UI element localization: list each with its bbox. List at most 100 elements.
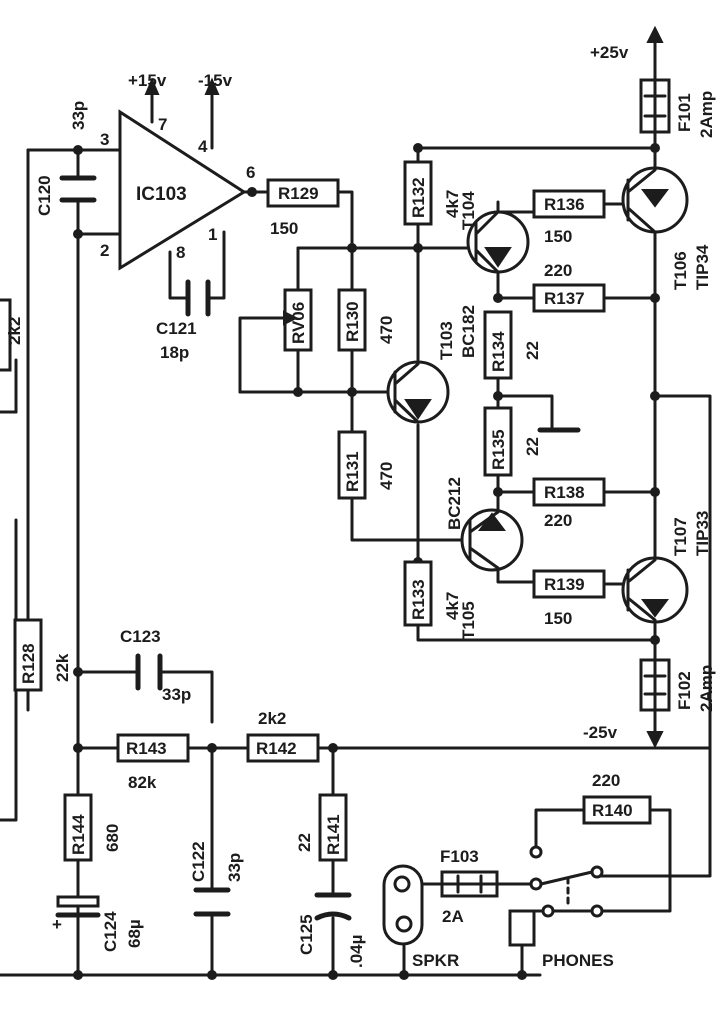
fuse-f103: F103 2A [440,847,499,926]
r142-value: 2k2 [258,709,286,728]
ic-pin-8: 8 [176,243,185,262]
r143-id: R143 [126,739,167,758]
c125-id: C125 [297,914,316,955]
resistor-r130: R130 470 [337,288,396,352]
r129-value: 150 [270,219,298,238]
left-edge-label: 2k2 [5,317,24,345]
rail-minus25-label: -25v [583,723,618,742]
resistor-r142: R142 2k2 [246,709,320,763]
ic-power-pos: +15v [128,71,167,95]
f101-rating: 2Amp [697,91,716,138]
r142-id: R142 [256,739,297,758]
ic-pin-6: 6 [246,163,255,182]
r128-value: 22k [53,653,72,682]
c121-value: 18p [160,343,189,362]
ic-pin-2: 2 [100,241,109,260]
r131-id: R131 [343,451,362,492]
r130-value: 470 [377,316,396,344]
capacitor-c121: C121 18p [156,279,211,362]
c122-value: 33p [225,853,244,882]
r137-id: R137 [544,289,585,308]
r140-value: 220 [592,771,620,790]
phones-jack: PHONES [508,909,614,970]
r132-value: 4k7 [443,190,462,218]
resistor-r144: R144 680 [63,793,122,862]
speaker-connector: SPKR [382,864,459,970]
resistor-r138: R138 220 [532,477,606,530]
resistor-r136: R136 150 [532,189,606,246]
r141-id: R141 [324,814,343,855]
ic-power-neg-label: -15v [198,71,233,90]
r136-id: R136 [544,195,585,214]
r139-id: R139 [544,575,585,594]
junctions [73,143,660,980]
resistor-r135: R135 22 [483,406,542,477]
t107-type: TIP33 [693,511,712,556]
t106-type: TIP34 [693,244,712,290]
transistor-t104: T104 [459,191,530,274]
f103-rating: 2A [442,907,464,926]
r134-value: 22 [523,341,542,360]
c125-value: .04µ [347,935,366,968]
c124-plus: + [52,915,62,934]
ic-pin-7: 7 [158,115,167,134]
resistor-r133: R133 4k7 [403,560,462,627]
r141-value: 22 [295,833,314,852]
rv06-id: RV06 [289,302,308,344]
c122-id: C122 [189,841,208,882]
r133-value: 4k7 [443,592,462,620]
t103-type: BC182 [459,305,478,358]
resistor-left-partial: 2k2 [0,298,24,372]
capacitor-c122: C122 33p [189,841,244,917]
t104-id: T104 [459,191,478,230]
c123-id: C123 [120,627,161,646]
c124-id: C124 [101,911,120,952]
resistor-r131: R131 470 [337,430,396,500]
resistor-r140: R140 220 [582,771,652,825]
ic-power-pos-label: +15v [128,71,167,90]
rail-plus25-label: +25v [590,43,629,62]
resistor-r134: R134 22 [483,310,542,380]
ic-power-neg: -15v [198,71,233,95]
f102-rating: 2Amp [697,665,716,712]
r134-id: R134 [489,331,508,372]
resistor-r132: R132 4k7 [403,160,462,226]
r131-value: 470 [377,462,396,490]
fuse-f101: F101 2Amp [639,78,716,138]
r143-value: 82k [128,773,157,792]
spkr-label: SPKR [412,951,459,970]
r138-value: 220 [544,511,572,530]
c124-value: 68µ [125,919,144,948]
transistor-t107: T107 TIP33 [621,511,712,624]
resistor-r143: R143 82k [116,733,190,792]
ic103-label: IC103 [136,184,187,205]
c123-value: 33p [162,685,191,704]
r138-id: R138 [544,483,585,502]
resistor-r129: R129 150 [266,178,340,238]
rail-minus25: -25v [583,723,664,749]
f102-id: F102 [675,671,694,710]
phones-label: PHONES [542,951,614,970]
r135-id: R135 [489,429,508,470]
t105-type: BC212 [445,477,464,530]
capacitor-c120: C120 33p [35,101,97,216]
transistor-t105: BC212 T105 [445,477,524,640]
transistor-t103: T103 BC182 [386,305,478,424]
r136-value: 150 [544,227,572,246]
t103-id: T103 [437,321,456,360]
t107-id: T107 [671,517,690,556]
capacitor-c125: C125 .04µ [297,892,366,968]
r129-id: R129 [278,184,319,203]
r144-value: 680 [103,824,122,852]
capacitor-c123: C123 33p [120,627,191,704]
rail-plus25: +25v [590,25,664,62]
c120-id: C120 [35,175,54,216]
r139-value: 150 [544,609,572,628]
r133-id: R133 [409,579,428,620]
f103-id: F103 [440,847,479,866]
r144-id: R144 [69,814,88,855]
f101-id: F101 [675,93,694,132]
headphone-switch [520,845,604,918]
capacitor-c124: + C124 68µ [52,895,144,952]
